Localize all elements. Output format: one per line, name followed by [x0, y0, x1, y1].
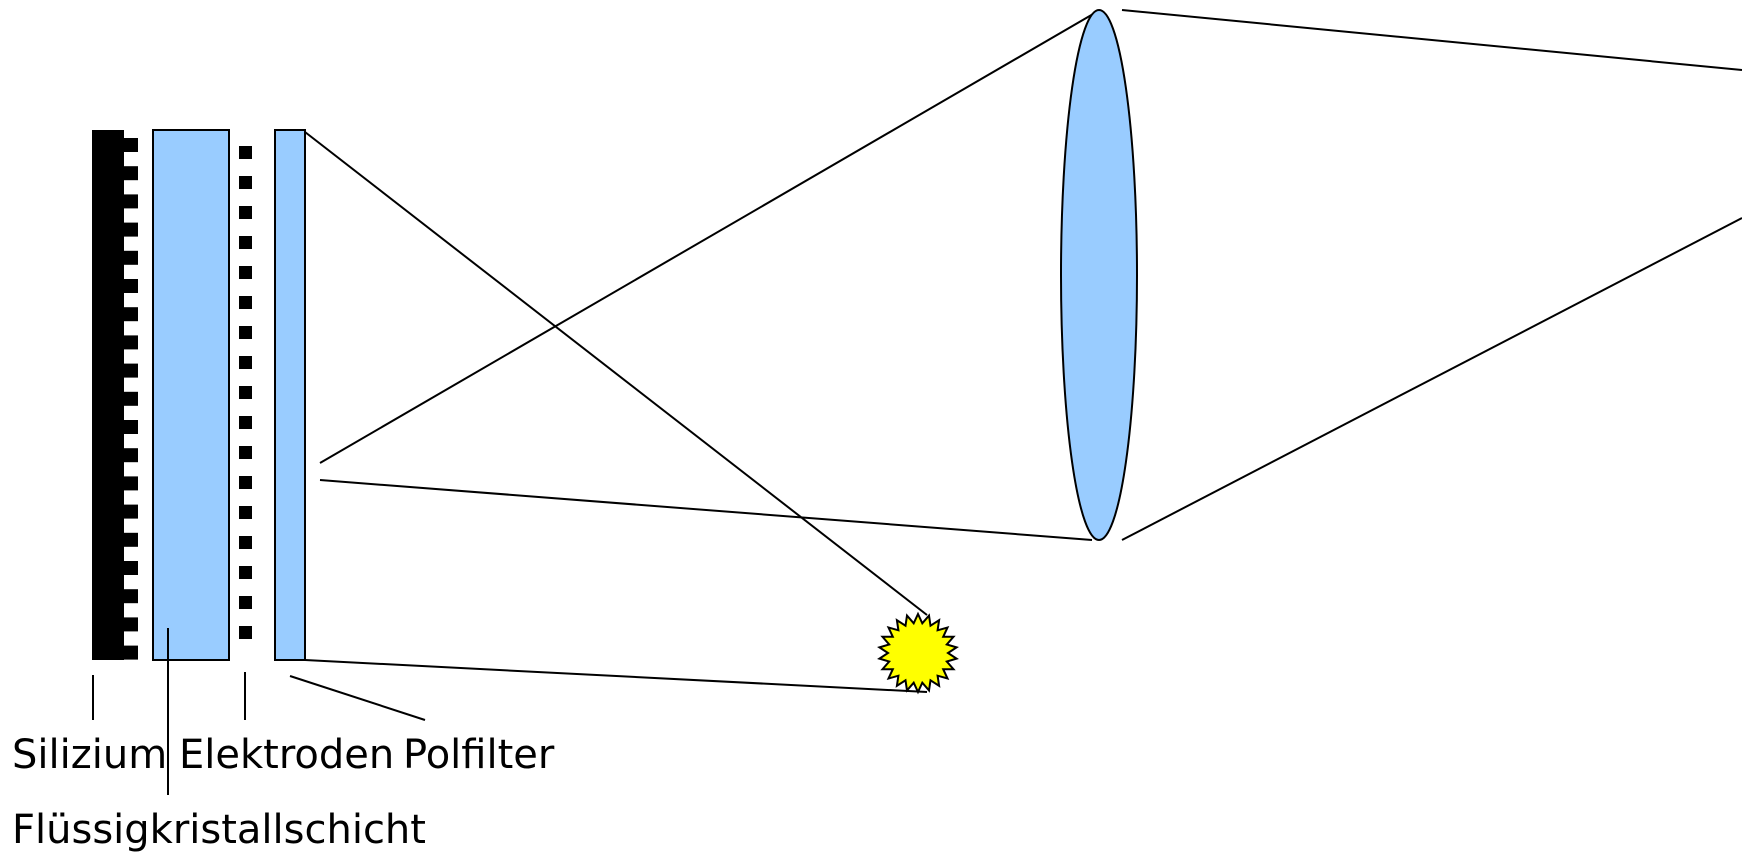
ray-panel-to-lens-bottom [319, 479, 1093, 541]
electrode [239, 416, 252, 429]
silicon-tooth [124, 476, 138, 491]
ray-lens-to-screen-top [1121, 9, 1742, 71]
silicon-layer [92, 130, 138, 660]
silicon-tooth [124, 561, 138, 575]
light-rays [304, 9, 1742, 693]
silicon-tooth [124, 617, 138, 632]
silicon-tooth [124, 138, 138, 152]
label-polarizer: Polfilter [403, 732, 555, 778]
electrode [239, 566, 252, 579]
electrode [239, 326, 252, 339]
label-silicon: Silizium [12, 732, 167, 778]
silicon-tooth [124, 307, 138, 322]
electrode [239, 386, 252, 399]
starburst-icon [877, 611, 959, 695]
silicon-tooth [124, 194, 138, 209]
silicon-tooth [124, 166, 138, 181]
label-leader-lines [92, 628, 426, 795]
polarizer-layer [274, 129, 306, 661]
label-electrodes: Elektroden [179, 732, 394, 778]
silicon-tooth [124, 504, 138, 519]
silicon-tooth [124, 250, 138, 265]
label-liquid-crystal: Flüssigkristallschicht [12, 807, 426, 853]
electrode [239, 506, 252, 519]
silicon-tooth [124, 222, 138, 237]
liquid-crystal-layer [152, 129, 230, 661]
ray-source-to-polarizer-bottom [304, 659, 928, 693]
electrode [239, 476, 252, 489]
electrode [239, 266, 252, 279]
electrode [239, 296, 252, 309]
electrode [239, 356, 252, 369]
silicon-tooth [124, 363, 138, 378]
silicon-tooth [124, 391, 138, 406]
electrode [239, 446, 252, 459]
electrode-array [239, 146, 252, 639]
convex-lens-icon [1060, 9, 1138, 541]
polarizer-leader [289, 675, 426, 721]
electrode [239, 206, 252, 219]
silicon-tooth [124, 589, 138, 604]
silicon-tooth [124, 279, 138, 293]
electrode [239, 176, 252, 189]
silicon-tooth [124, 645, 138, 660]
silicon-tooth [124, 448, 138, 463]
silicon-tooth [124, 335, 138, 350]
electrode [239, 236, 252, 249]
silicon-tooth [124, 532, 138, 547]
electrode [239, 146, 252, 159]
silicon-tooth [124, 420, 138, 434]
ray-source-to-polarizer-top [304, 131, 928, 616]
ray-panel-to-lens-top [319, 9, 1101, 464]
electrode [239, 626, 252, 639]
electrode [239, 536, 252, 549]
electrode [239, 596, 252, 609]
ray-lens-to-screen-bottom [1121, 217, 1742, 541]
